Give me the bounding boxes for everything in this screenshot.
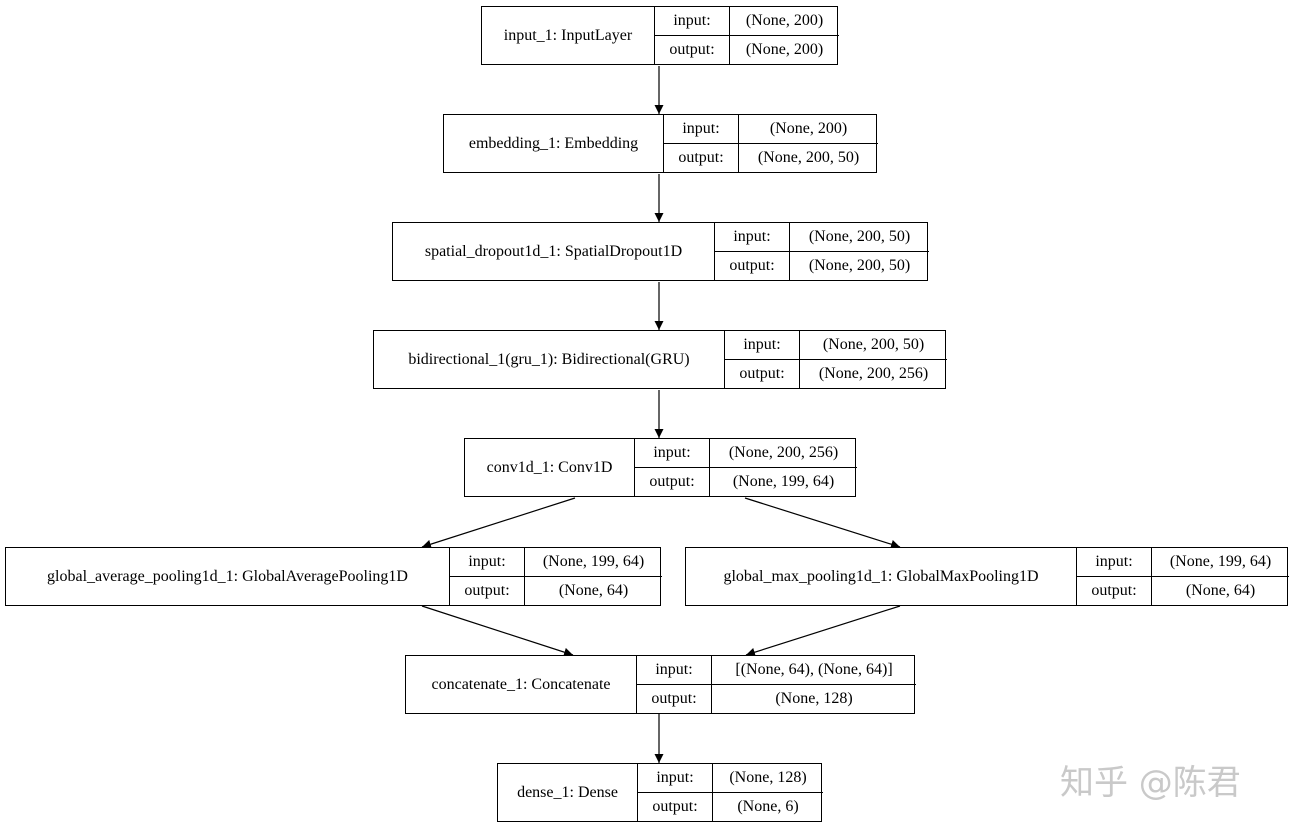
input-label: input: <box>655 661 693 678</box>
node-bidirectional-1[interactable]: bidirectional_1(gru_1): Bidirectional(GR… <box>373 330 947 389</box>
node-name: bidirectional_1(gru_1): Bidirectional(GR… <box>408 350 690 368</box>
input-shape: (None, 128) <box>729 769 807 786</box>
input-label: input: <box>468 553 506 570</box>
output-shape: (None, 6) <box>713 792 823 821</box>
output-shape: (None, 200, 50) <box>739 143 878 172</box>
input-label: input: <box>653 444 691 461</box>
node-name: conv1d_1: Conv1D <box>486 458 613 476</box>
input-label: input: <box>656 769 694 786</box>
edge-global_max_pooling1d_1-to-concatenate_1 <box>745 605 901 657</box>
node-dense-1[interactable]: dense_1: Dense input: output: (None, 128… <box>497 763 823 822</box>
output-label: output: <box>655 35 729 64</box>
node-name: embedding_1: Embedding <box>468 134 639 152</box>
input-label: input: <box>673 12 711 29</box>
input-label: input: <box>743 336 781 353</box>
input-label: input: <box>733 228 771 245</box>
output-shape: (None, 200) <box>730 35 839 64</box>
node-name: concatenate_1: Concatenate <box>431 675 611 693</box>
node-spatial-dropout1d-1[interactable]: spatial_dropout1d_1: SpatialDropout1D in… <box>392 222 929 281</box>
node-input-1[interactable]: input_1: InputLayer input: output: (None… <box>481 6 839 65</box>
edge-conv1d_1-to-global_max_pooling1d_1 <box>744 497 901 549</box>
edge-global_average_pooling1d_1-to-concatenate_1 <box>421 605 574 657</box>
output-shape: (None, 64) <box>1152 576 1289 605</box>
input-shape: (None, 200, 256) <box>728 444 839 461</box>
node-name: dense_1: Dense <box>517 783 618 801</box>
output-label: output: <box>450 576 524 605</box>
input-shape: (None, 200, 50) <box>808 228 911 245</box>
node-global-max-pooling1d-1[interactable]: global_max_pooling1d_1: GlobalMaxPooling… <box>685 547 1289 606</box>
output-shape: (None, 199, 64) <box>710 467 857 496</box>
input-shape: (None, 200, 50) <box>822 336 925 353</box>
input-shape: [(None, 64), (None, 64)] <box>735 661 893 678</box>
node-name: input_1: InputLayer <box>503 26 633 44</box>
output-label: output: <box>638 792 712 821</box>
output-label: output: <box>715 251 789 280</box>
output-label: output: <box>1077 576 1151 605</box>
input-shape: (None, 199, 64) <box>1169 553 1272 570</box>
output-label: output: <box>637 684 711 713</box>
input-label: input: <box>1095 553 1133 570</box>
output-shape: (None, 200, 256) <box>800 359 947 388</box>
edge-conv1d_1-to-global_average_pooling1d_1 <box>421 497 576 549</box>
output-shape: (None, 128) <box>712 684 916 713</box>
input-shape: (None, 200) <box>769 120 848 137</box>
input-shape: (None, 199, 64) <box>542 553 645 570</box>
output-label: output: <box>635 467 709 496</box>
node-concatenate-1[interactable]: concatenate_1: Concatenate input: output… <box>405 655 916 714</box>
node-embedding-1[interactable]: embedding_1: Embedding input: output: (N… <box>443 114 878 173</box>
output-shape: (None, 64) <box>525 576 662 605</box>
node-name: global_max_pooling1d_1: GlobalMaxPooling… <box>723 567 1039 585</box>
watermark: 知乎 @陈君 <box>1060 763 1241 803</box>
output-label: output: <box>664 143 738 172</box>
output-shape: (None, 200, 50) <box>790 251 929 280</box>
output-label: output: <box>725 359 799 388</box>
node-conv1d-1[interactable]: conv1d_1: Conv1D input: output: (None, 2… <box>464 438 857 497</box>
node-name: global_average_pooling1d_1: GlobalAverag… <box>47 567 408 585</box>
node-global-average-pooling1d-1[interactable]: global_average_pooling1d_1: GlobalAverag… <box>5 547 662 606</box>
input-label: input: <box>682 120 720 137</box>
node-name: spatial_dropout1d_1: SpatialDropout1D <box>424 242 683 260</box>
input-shape: (None, 200) <box>745 12 824 29</box>
